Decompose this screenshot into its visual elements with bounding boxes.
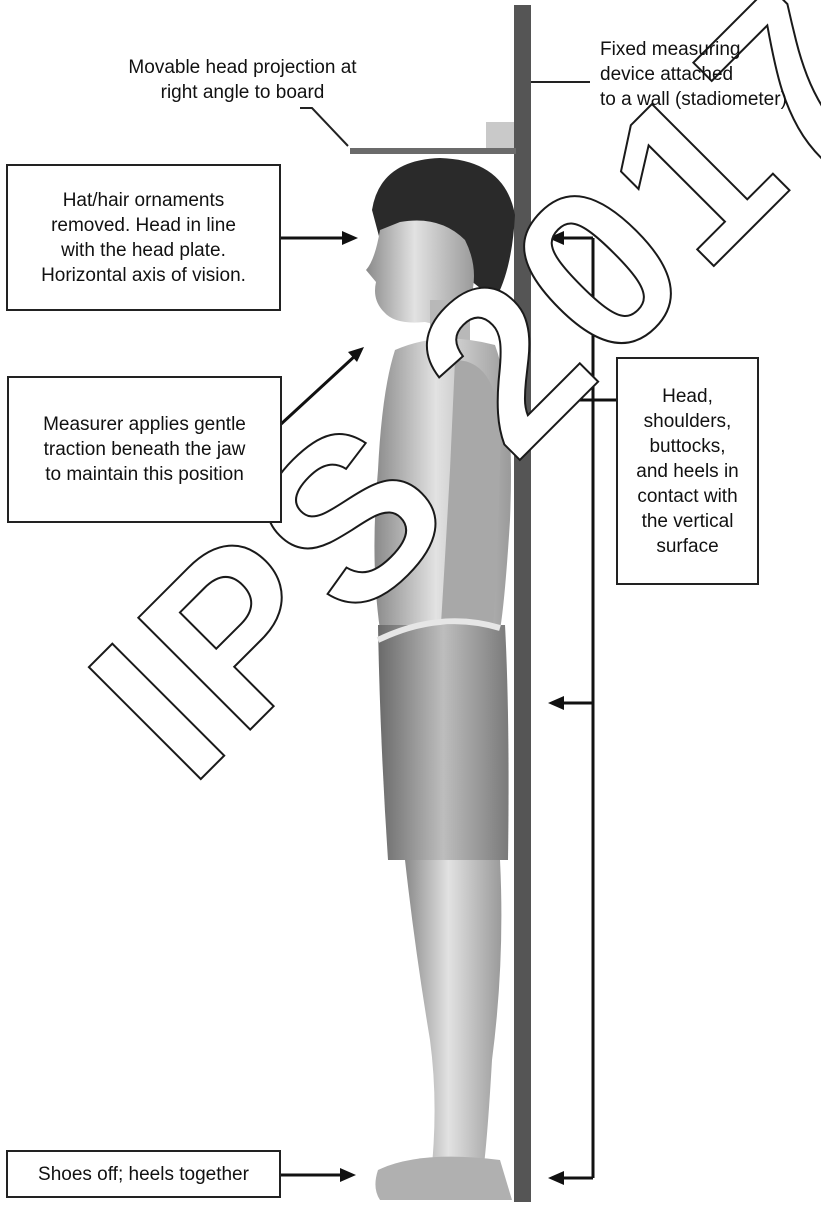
head-plate	[350, 148, 516, 154]
head-plate-bracket	[486, 122, 514, 148]
measurer-box: Measurer applies gentle traction beneath…	[7, 376, 282, 523]
contact-box: Head, shoulders, buttocks, and heels in …	[616, 357, 759, 585]
stadiometer-label: Fixed measuring device attached to a wal…	[600, 37, 820, 112]
head-projection-leader	[300, 108, 348, 146]
shoes-box: Shoes off; heels together	[6, 1150, 281, 1198]
hat-hair-box: Hat/hair ornaments removed. Head in line…	[6, 164, 281, 311]
head-projection-label: Movable head projection at right angle t…	[105, 55, 380, 105]
